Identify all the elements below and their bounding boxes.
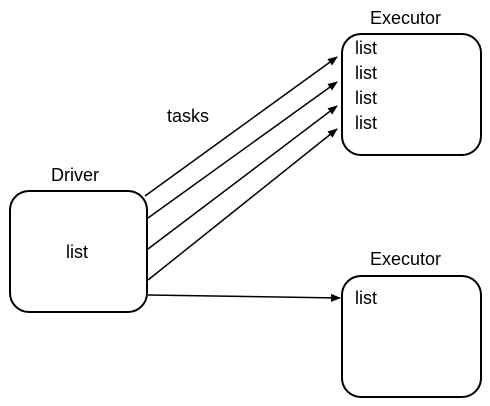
executor-1-item: list [355, 113, 377, 133]
arrow-driver-to-executor-2 [147, 293, 341, 302]
arrow-driver-to-executor-1-c [147, 105, 338, 250]
arrow-driver-to-executor-1-b [147, 81, 338, 219]
executor-1-box [341, 33, 482, 156]
executor-2-title: Executor [370, 249, 442, 269]
executor-1-item: list [355, 88, 377, 108]
executor-1-title: Executor [370, 8, 442, 28]
executor-2-box [341, 275, 482, 398]
driver-title: Driver [51, 165, 99, 185]
executor-1-item: list [355, 63, 377, 83]
driver-content: list [66, 242, 88, 262]
driver-box [9, 190, 148, 313]
arrow-driver-to-executor-1-a [144, 56, 338, 197]
executor-2-item: list [355, 288, 377, 308]
executor-1-item: list [355, 38, 377, 58]
arrow-driver-to-executor-1-d [147, 128, 338, 281]
tasks-label: tasks [167, 106, 210, 126]
